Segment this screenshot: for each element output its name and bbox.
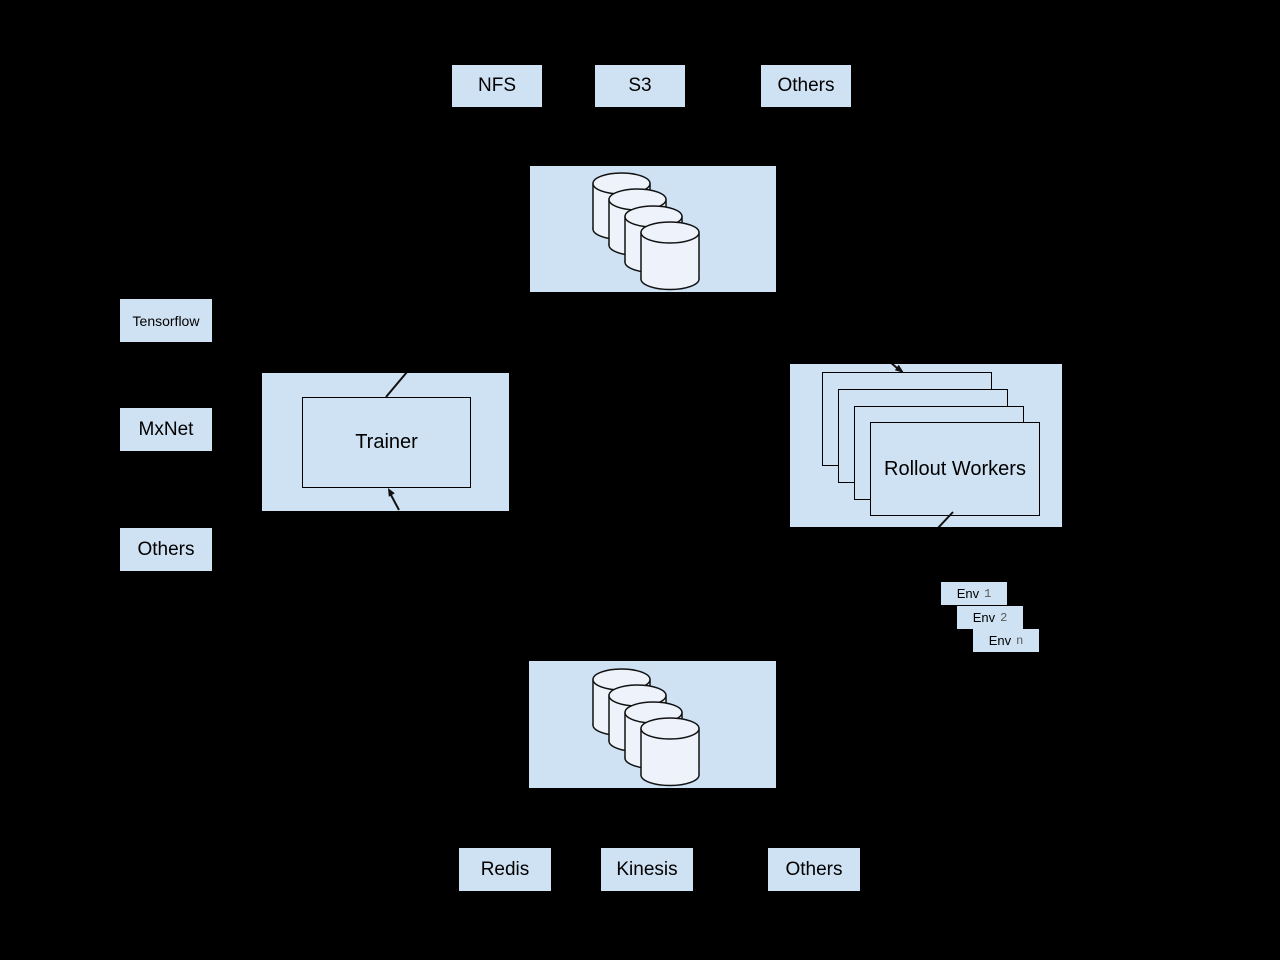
others-storage-box: Others bbox=[761, 65, 851, 107]
kinesis-box: Kinesis bbox=[601, 848, 693, 891]
env-index: n bbox=[1016, 633, 1024, 648]
trainer-box: Trainer bbox=[302, 397, 471, 488]
rollout-workers-box: Rollout Workers bbox=[870, 422, 1040, 516]
database-cylinders-icon bbox=[592, 172, 700, 291]
arrow-trainer-to-storage bbox=[385, 373, 408, 398]
env-index: 2 bbox=[1000, 610, 1008, 625]
arrow-into-rollout bbox=[890, 364, 898, 369]
others-framework-box: Others bbox=[120, 528, 212, 571]
database-cylinders-icon bbox=[592, 668, 700, 787]
model-storage-box bbox=[530, 166, 776, 292]
env-1-box: Env 1 bbox=[941, 582, 1007, 605]
env-label: Env bbox=[972, 610, 996, 625]
mxnet-box: MxNet bbox=[120, 408, 212, 451]
trainer-container: Trainer bbox=[262, 373, 509, 511]
arrow-into-trainer bbox=[390, 494, 400, 511]
nfs-box: NFS bbox=[452, 65, 542, 107]
tensorflow-box: Tensorflow bbox=[120, 299, 212, 342]
env-index: 1 bbox=[984, 586, 992, 601]
experience-storage-box bbox=[529, 661, 776, 788]
env-label: Env bbox=[988, 633, 1012, 648]
others-experience-box: Others bbox=[768, 848, 860, 891]
rollout-workers-container: Rollout Workers bbox=[790, 364, 1062, 527]
arrowhead-icon bbox=[388, 488, 395, 497]
env-label: Env bbox=[956, 586, 980, 601]
redis-box: Redis bbox=[459, 848, 551, 891]
env-n-box: Env n bbox=[973, 629, 1039, 652]
s3-box: S3 bbox=[595, 65, 685, 107]
env-2-box: Env 2 bbox=[957, 606, 1023, 629]
